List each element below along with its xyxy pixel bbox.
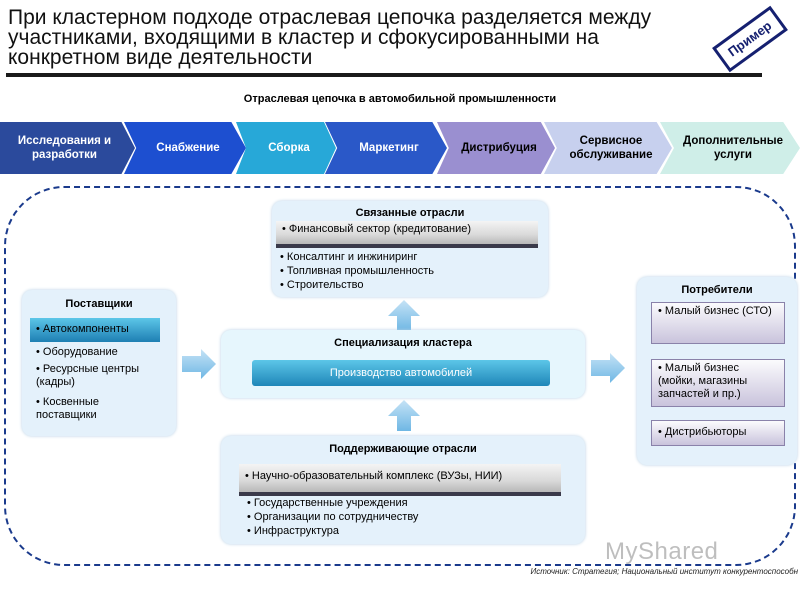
consumers-item-text: Дистрибьюторы (664, 426, 747, 438)
source-credit: Источник: Стратегия; Национальный инстит… (530, 567, 799, 576)
supporting-highlight: • Научно-образовательный комплекс (ВУЗы,… (239, 464, 561, 496)
suppliers-item: • Ресурсные центры (кадры) (36, 363, 166, 389)
up-arrow-icon (388, 400, 420, 431)
suppliers-item-text: Косвенные поставщики (36, 396, 99, 421)
bullet: • (658, 426, 662, 438)
bullet: • (658, 305, 662, 317)
bullet: • (36, 396, 40, 408)
related-item: • Строительство (280, 279, 363, 292)
suppliers-highlight: • Автокомпоненты (30, 318, 160, 342)
related-industries-title: Связанные отрасли (355, 207, 465, 219)
consumers-title: Потребители (681, 284, 753, 296)
consumers-item: • Дистрибьюторы (651, 420, 785, 446)
related-item: • Консалтинг и инжиниринг (280, 251, 417, 264)
consumers-panel: Потребители • Малый бизнес (СТО) • Малый… (637, 277, 797, 465)
supporting-highlight-text: Научно-образовательный комплекс (ВУЗы, Н… (251, 470, 503, 482)
right-arrow-icon (182, 349, 216, 379)
cluster-title: Специализация кластера (334, 337, 472, 349)
bullet: • (245, 470, 249, 482)
watermark: MyShared (605, 538, 719, 565)
supporting-item: • Инфраструктура (247, 525, 339, 538)
suppliers-highlight-text: Автокомпоненты (42, 323, 129, 335)
bullet: • (36, 363, 40, 375)
related-item-text: Строительство (286, 279, 364, 291)
supporting-industries-panel: Поддерживающие отрасли • Научно-образова… (221, 436, 585, 544)
chain-step-label: Исследования и разработки (17, 135, 112, 161)
supporting-item-text: Организации по сотрудничеству (253, 511, 419, 523)
related-highlight-text: Финансовый сектор (кредитование) (288, 223, 472, 235)
chain-step-label: Сервисное обслуживание (569, 135, 653, 161)
chain-step-label: Маркетинг (359, 142, 419, 154)
chain-step-label: Сборка (268, 142, 310, 154)
bullet: • (36, 323, 40, 335)
chain-subtitle: Отраслевая цепочка в автомобильной промы… (243, 93, 557, 105)
suppliers-panel: Поставщики • Автокомпоненты • Оборудован… (22, 290, 176, 436)
bullet: • (280, 279, 284, 291)
chain-step-service: Сервисное обслуживание (544, 122, 672, 174)
bullet: • (658, 362, 662, 374)
related-item: • Топливная промышленность (280, 265, 434, 278)
consumers-item-text: Малый бизнес (СТО) (664, 305, 772, 317)
consumers-item: • Малый бизнес (мойки, магазины запчасте… (651, 359, 785, 407)
chain-step-assembly: Сборка (236, 122, 336, 174)
suppliers-item-text: Ресурсные центры (кадры) (36, 363, 139, 388)
suppliers-title: Поставщики (65, 298, 133, 310)
chain-step-research: Исследования и разработки (0, 122, 135, 174)
related-item-text: Консалтинг и инжиниринг (286, 251, 418, 263)
supporting-item-text: Инфраструктура (253, 525, 339, 537)
example-stamp: Пример (712, 5, 788, 73)
chain-step-label: Снабжение (156, 142, 220, 154)
chain-step-distribution: Дистрибуция (437, 122, 555, 174)
supporting-industries-title: Поддерживающие отрасли (329, 443, 477, 455)
cluster-core: Производство автомобилей (252, 360, 550, 386)
supporting-item: • Организации по сотрудничеству (247, 511, 418, 524)
title-divider (6, 73, 762, 77)
bullet: • (282, 223, 286, 235)
bullet: • (247, 511, 251, 523)
suppliers-item: • Косвенные поставщики (36, 396, 146, 422)
suppliers-item: • Оборудование (36, 346, 166, 359)
bullet: • (247, 525, 251, 537)
consumers-item: • Малый бизнес (СТО) (651, 302, 785, 344)
cluster-panel: Специализация кластера Производство авто… (221, 330, 585, 398)
bullet: • (36, 346, 40, 358)
chain-step-marketing: Маркетинг (325, 122, 447, 174)
consumers-item-text: Малый бизнес (мойки, магазины запчастей … (658, 362, 748, 400)
value-chain: Исследования и разработки Снабжение Сбор… (0, 122, 800, 174)
chain-step-label: Дистрибуция (461, 142, 537, 154)
chain-step-label: Дополнительные услуги (683, 135, 783, 161)
suppliers-item-text: Оборудование (42, 346, 118, 358)
chain-step-supply: Снабжение (124, 122, 246, 174)
supporting-item-text: Государственные учреждения (253, 497, 408, 509)
right-arrow-icon (591, 353, 625, 383)
related-highlight: • Финансовый сектор (кредитование) (276, 221, 538, 248)
supporting-item: • Государственные учреждения (247, 497, 408, 510)
related-item-text: Топливная промышленность (286, 265, 435, 277)
bullet: • (247, 497, 251, 509)
up-arrow-icon (388, 300, 420, 331)
slide-title: При кластерном подходе отраслевая цепочк… (8, 6, 652, 69)
related-industries-panel: Связанные отрасли • Финансовый сектор (к… (272, 201, 548, 297)
bullet: • (280, 251, 284, 263)
chain-step-additional: Дополнительные услуги (660, 122, 800, 174)
bullet: • (280, 265, 284, 277)
